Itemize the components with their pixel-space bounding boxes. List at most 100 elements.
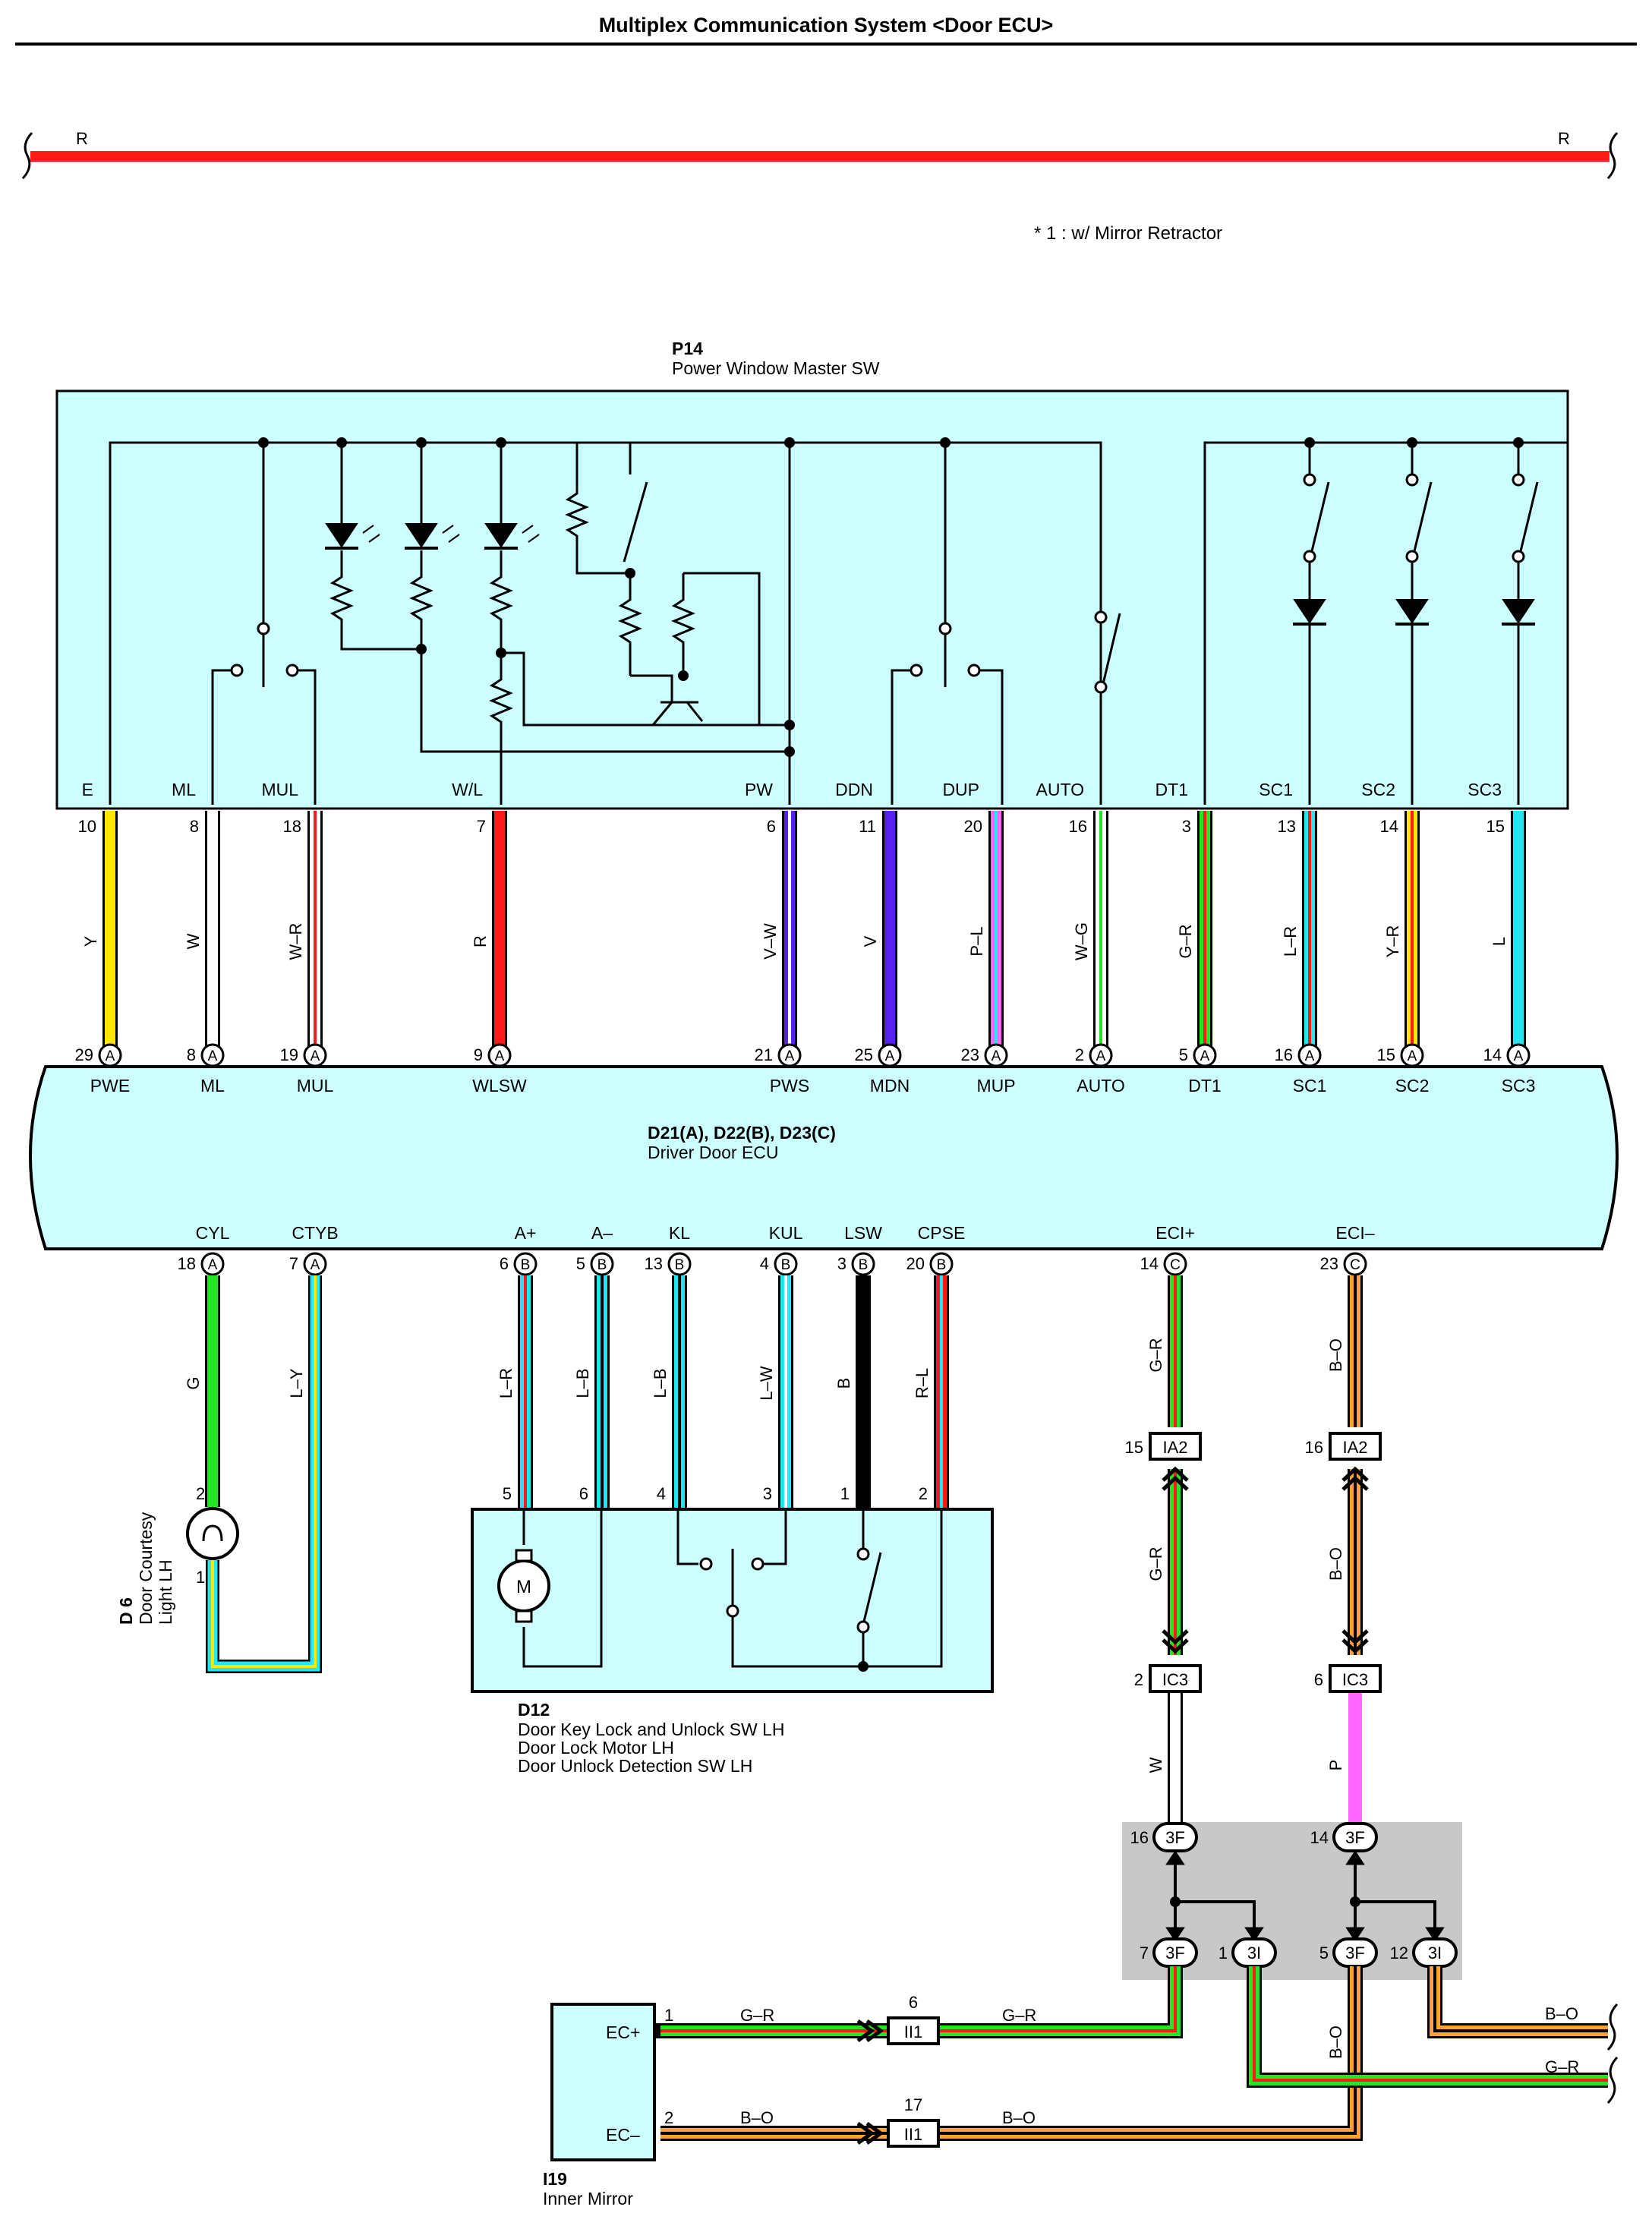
d12-pin-aminus: 6 (579, 1484, 588, 1503)
ii1-bottom-pin: 17 (904, 2095, 922, 2114)
p14-pin-dup: 20 (964, 817, 982, 836)
d12-pin-cpse: 2 (919, 1484, 928, 1503)
p14-wire-label-auto: W–G (1072, 922, 1091, 960)
ia2-left-pin: 15 (1125, 1438, 1143, 1457)
p14-terminal-label-ml: ML (172, 780, 196, 799)
ecu-top-label-sc2: SC2 (1395, 1076, 1430, 1096)
ecu-bottom-pin-kul: 4 (760, 1254, 769, 1273)
ecu-top-label-dt1: DT1 (1188, 1076, 1221, 1096)
ecu-pin-sc3: 14 (1483, 1045, 1502, 1064)
ecu-pin-pw: 21 (755, 1045, 773, 1064)
splice-bottom-1: 3I 1 (1219, 1937, 1277, 1968)
ii1-top-pin: 6 (909, 1993, 918, 2012)
splice-bottom-1-label: 3I (1247, 1944, 1261, 1962)
d12-wire-label-aminus: L–B (573, 1368, 592, 1398)
ecu-conn-ml-letter: A (208, 1048, 218, 1064)
left-break-mark (21, 131, 33, 180)
ecu-conn-sc2: A (1400, 1043, 1424, 1067)
ecu-conn-sc1: A (1297, 1043, 1322, 1067)
splice-bottom-3-pin: 12 (1390, 1944, 1408, 1962)
power-wire-left-label: R (76, 129, 88, 148)
d6-bulb (186, 1507, 239, 1560)
p14-name: Power Window Master SW (672, 358, 880, 378)
p14-wire-label-pw: V–W (761, 923, 780, 960)
ecu-conn-sc1-letter: A (1305, 1048, 1315, 1064)
ecu-top-label-sc3: SC3 (1502, 1076, 1536, 1096)
p14-led-symbols (325, 523, 1535, 626)
eci-plus-wire-label-1: G–R (1146, 1338, 1165, 1372)
ecu-bottom-conn-cyl-letter: A (208, 1257, 218, 1273)
p14-wire-label-wl: R (471, 935, 490, 947)
ecu-conn-sc2-letter: A (1408, 1048, 1417, 1064)
junction-block-dots (1170, 1896, 1360, 1907)
ii1-bottom-label: II1 (904, 2125, 922, 2144)
ecu-bottom-label-lsw: LSW (844, 1223, 882, 1243)
ecu-bottom-conn-kl-letter: B (675, 1257, 685, 1273)
ecu-bottom-label-cpse: CPSE (918, 1223, 966, 1243)
d12-pin-aplus: 5 (503, 1484, 512, 1503)
p14-wire-label-sc1: L–R (1281, 926, 1300, 957)
ecu-bottom-label-kl: KL (669, 1223, 690, 1243)
ii1-bottom-wire-after: B–O (1002, 2108, 1036, 2127)
ecu-conn-e-letter: A (106, 1048, 115, 1064)
d6-name-line1: Door Courtesy (136, 1512, 156, 1625)
ecu-top-connectors: A29PWEA8MLA19MULA9WLSWA21PWSA25MDNA23MUP… (75, 1043, 1536, 1096)
p14-junction-dots (258, 437, 1524, 757)
p14-terminal-label-dup: DUP (942, 780, 979, 799)
d12-wire-label-kl: L–B (651, 1368, 670, 1398)
splice-bottom-2: 3F5 (1319, 1937, 1378, 1968)
ecu-conn-ml: A (200, 1043, 225, 1067)
ecu-bottom-pin-cpse: 20 (906, 1254, 925, 1273)
ii1-top-wire-before: G–R (740, 2006, 774, 2025)
ecu-conn-pw: A (777, 1043, 802, 1067)
ecu-conn-dt1-letter: A (1200, 1048, 1210, 1064)
p14-to-ecu-wires: 10Y8W18W–R7R6V–W11V20P–L16W–G3G–R13L–R14… (78, 811, 1526, 1057)
ecu-bottom-conn-aminus-letter: B (597, 1257, 607, 1273)
right-exit-break-bottom (1606, 2056, 1619, 2104)
ic3-right-connector: IC3 6 (1314, 1664, 1382, 1693)
ic3-right-label: IC3 (1342, 1670, 1368, 1689)
ia2-right-label: IA2 (1342, 1438, 1367, 1457)
ecu-bottom-conn-eciminus: C (1343, 1252, 1367, 1276)
eci-chain-chevrons (1162, 1466, 1369, 1654)
ecu-bottom-conn-eciplus-letter: C (1170, 1257, 1181, 1273)
ecu-conn-e: A (98, 1043, 122, 1067)
p14-terminal-label-sc1: SC1 (1259, 780, 1293, 799)
p14-code: P14 (672, 339, 703, 358)
ecu-bottom-label-kul: KUL (769, 1223, 803, 1243)
lower-wiring (654, 1966, 1608, 2141)
right-exit-label-gr: G–R (1545, 2057, 1579, 2076)
splice-top-left-pin: 16 (1130, 1828, 1149, 1847)
p14-wire-label-sc3: L (1490, 937, 1509, 946)
ecu-bottom-pin-eciminus: 23 (1320, 1254, 1338, 1273)
splice-bottom-2-label: 3F (1345, 1944, 1365, 1962)
p14-terminal-label-pw: PW (745, 780, 773, 799)
d12-internal-circuit (522, 1509, 943, 1668)
d12-junction (858, 1661, 869, 1672)
d12-wire-label-lsw: B (834, 1378, 853, 1389)
d12-line3: Door Unlock Detection SW LH (518, 1756, 752, 1776)
splice-bottom-0-label: 3F (1165, 1944, 1185, 1962)
ecu-bottom-label-ctyb: CTYB (292, 1223, 338, 1243)
p14-wire-label-dup: P–L (967, 926, 986, 956)
p14-pin-pw: 6 (767, 817, 776, 836)
ecu-bottom-conn-cpse-letter: B (937, 1257, 947, 1273)
right-exit-label-bo: B–O (1545, 2004, 1578, 2023)
d12-code: D12 (518, 1700, 550, 1720)
splice-bottom-1-pin: 1 (1219, 1944, 1228, 1962)
d12-pin-kul: 3 (763, 1484, 772, 1503)
footnote: * 1 : w/ Mirror Retractor (1034, 223, 1222, 244)
splice-top-right-pin: 14 (1310, 1828, 1329, 1847)
i19-term-ec-minus: EC– (606, 2125, 640, 2145)
ecu-name: Driver Door ECU (648, 1143, 779, 1162)
ecu-conn-ddn: A (878, 1043, 902, 1067)
p14-terminal-label-wl: W/L (452, 780, 483, 799)
ic3-left-pin: 2 (1134, 1670, 1143, 1689)
p14-pin-auto: 16 (1069, 817, 1087, 836)
p14-terminal-label-mul: MUL (261, 780, 298, 799)
ecu-bottom-conn-eciplus: C (1163, 1252, 1187, 1276)
ecu-pin-e: 29 (75, 1045, 93, 1064)
eci-chain-wires (1168, 1275, 1363, 1822)
